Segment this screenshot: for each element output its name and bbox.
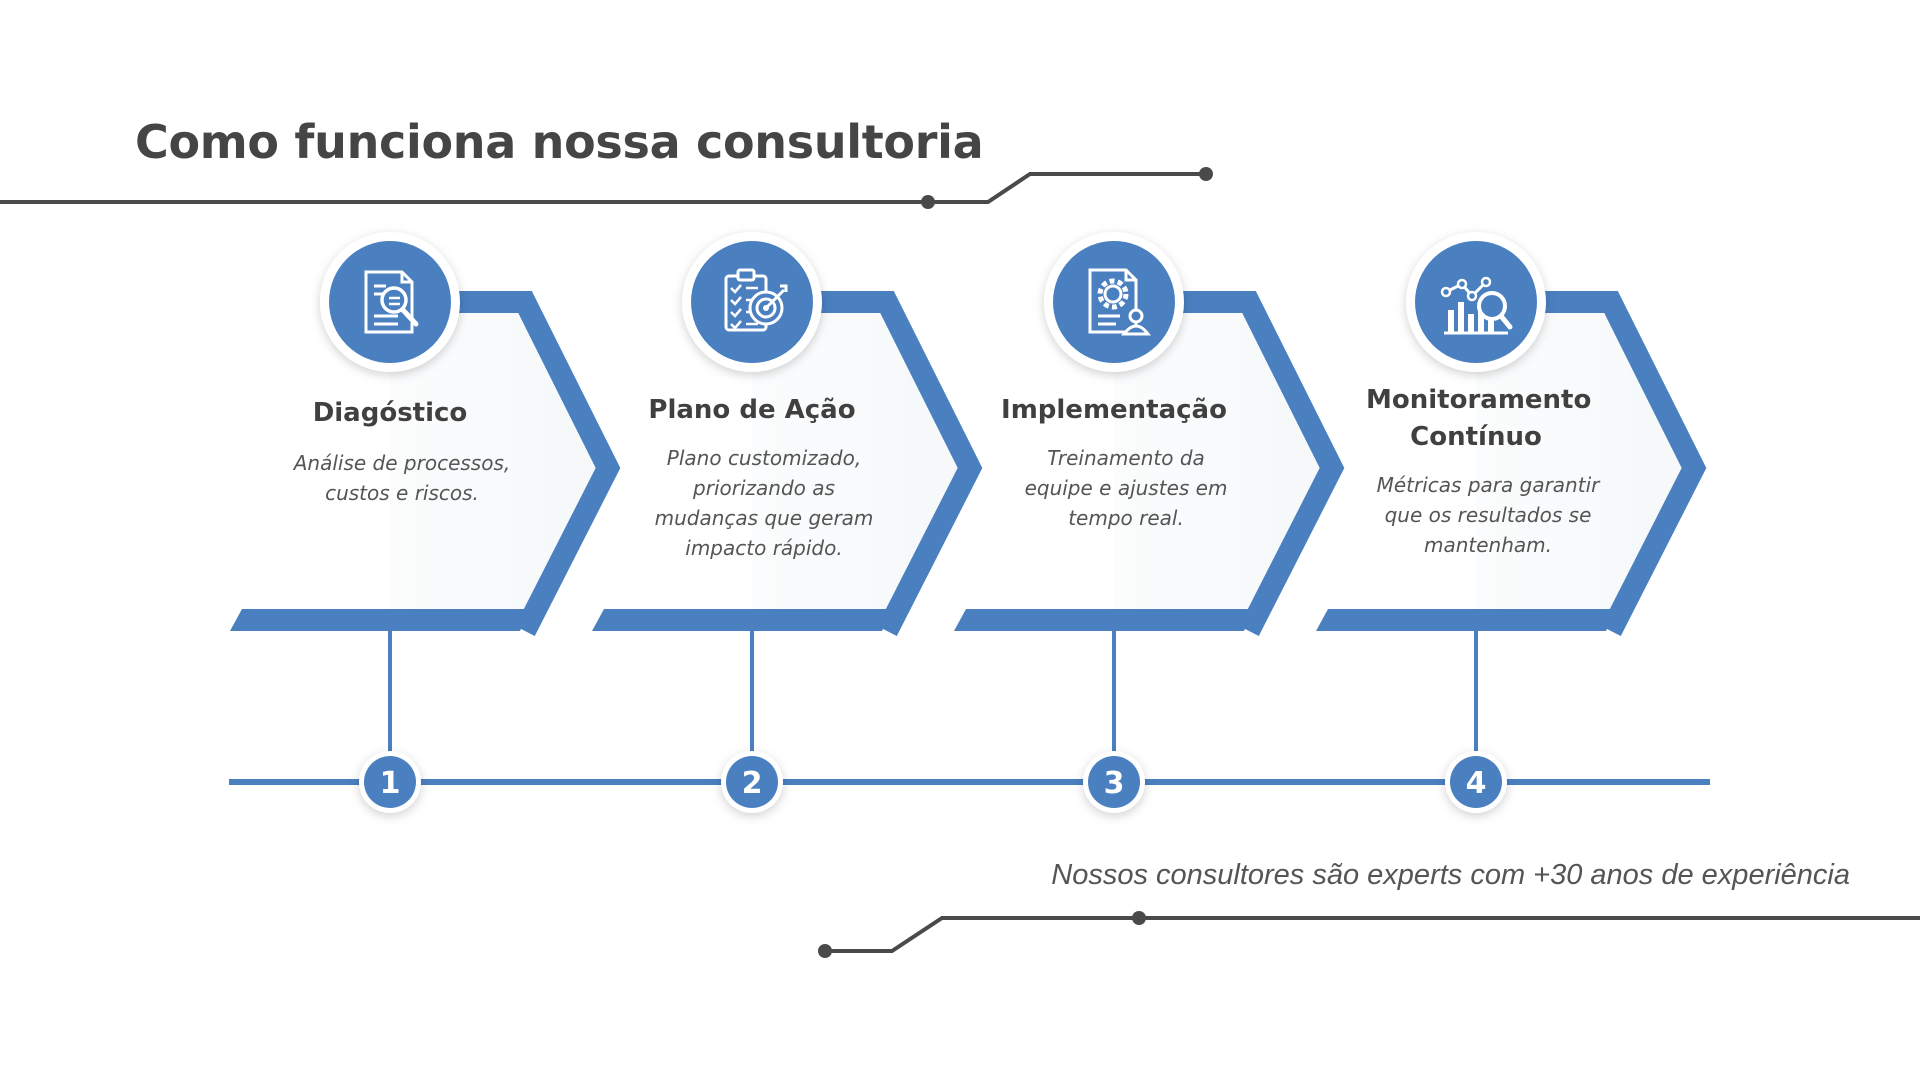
- step-4-number-badge: 4: [1445, 751, 1507, 813]
- step-3-graphic: 3: [954, 232, 1345, 813]
- step-1-base-bar: [230, 609, 530, 631]
- step-4-graphic: 4: [1316, 232, 1707, 813]
- step-4-title: Monitoramento Contínuo: [1366, 385, 1592, 452]
- step-3-number: 3: [1104, 766, 1125, 801]
- step-2-number: 2: [742, 766, 763, 801]
- page-title: Como funciona nossa consultoria: [135, 115, 984, 169]
- checklist-target-icon: [682, 232, 822, 372]
- step-4-number: 4: [1466, 766, 1487, 801]
- step-2-number-badge: 2: [721, 751, 783, 813]
- step-1-panel: [230, 311, 605, 629]
- step-1-description: Análise de processos, custos e riscos.: [293, 451, 511, 505]
- step-2-base-bar: [592, 609, 892, 631]
- step-2-description: Plano customizado, priorizando as mudanç…: [654, 446, 874, 560]
- footer-note: Nossos consultores são experts com +30 a…: [1051, 859, 1850, 891]
- step-1-title: Diagóstico: [312, 398, 468, 428]
- step-4-panel: [1316, 311, 1691, 629]
- step-3-title: Implementação: [1001, 395, 1227, 425]
- step-2-title: Plano de Ação: [648, 395, 856, 425]
- document-gear-user-icon: [1044, 232, 1184, 372]
- step-3-description: Treinamento da equipe e ajustes em tempo…: [1024, 446, 1228, 530]
- top-connector-line: [0, 167, 1213, 209]
- step-4-description: Métricas para garantir que os resultados…: [1376, 473, 1600, 557]
- document-search-icon: [320, 232, 460, 372]
- step-3-number-badge: 3: [1083, 751, 1145, 813]
- step-2-graphic: 2: [592, 232, 983, 813]
- chart-magnifier-icon: [1406, 232, 1546, 372]
- step-1-number: 1: [380, 766, 401, 801]
- bottom-connector-line: [818, 911, 1920, 958]
- step-2-panel: [592, 311, 967, 629]
- step-3-base-bar: [954, 609, 1254, 631]
- step-1-graphic: 1: [230, 232, 621, 813]
- step-1-number-badge: 1: [359, 751, 421, 813]
- step-3-panel: [954, 311, 1329, 629]
- step-4-base-bar: [1316, 609, 1616, 631]
